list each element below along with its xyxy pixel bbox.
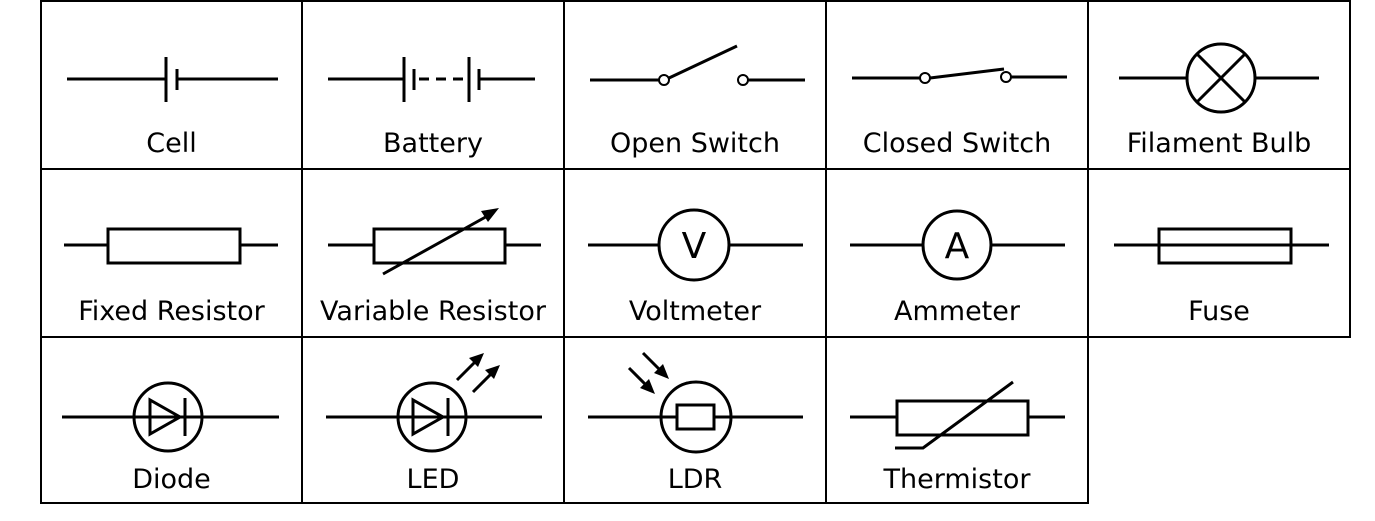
diode-label: Diode	[132, 464, 211, 495]
battery-symbol-card: Battery	[301, 0, 565, 170]
ammeter-symbol-card: A Ammeter	[825, 168, 1089, 338]
thermistor-icon	[850, 380, 1065, 450]
ldr-label: LDR	[667, 464, 723, 495]
voltmeter-symbol-card: V Voltmeter	[563, 168, 827, 338]
ldr-symbol-card: LDR	[563, 336, 827, 504]
fixed-resistor-icon	[64, 227, 278, 265]
ldr-icon	[588, 351, 803, 454]
fixed-resistor-symbol-card: Fixed Resistor	[40, 168, 303, 338]
cell-icon	[67, 57, 278, 102]
closed-switch-label: Closed Switch	[862, 128, 1052, 159]
voltmeter-letter: V	[682, 226, 707, 267]
closed-switch-icon	[852, 67, 1067, 84]
led-symbol-card: LED	[301, 336, 565, 504]
battery-icon	[328, 57, 535, 102]
filament-bulb-symbol-card: Filament Bulb	[1087, 0, 1351, 170]
filament-bulb-label: Filament Bulb	[1126, 128, 1312, 159]
voltmeter-label: Voltmeter	[628, 296, 762, 327]
cell-label: Cell	[146, 128, 197, 159]
fuse-label: Fuse	[1188, 296, 1250, 327]
led-icon	[326, 353, 542, 453]
fixed-resistor-label: Fixed Resistor	[78, 296, 265, 327]
diode-icon	[62, 381, 279, 453]
ammeter-icon: A	[850, 209, 1065, 281]
thermistor-symbol-card: Thermistor	[825, 336, 1089, 504]
closed-switch-symbol-card: Closed Switch	[825, 0, 1089, 170]
diode-symbol-card: Diode	[40, 336, 303, 504]
ammeter-letter: A	[945, 226, 970, 267]
fuse-symbol-card: Fuse	[1087, 168, 1351, 338]
filament-bulb-icon	[1119, 42, 1319, 114]
battery-label: Battery	[383, 128, 483, 159]
open-switch-symbol-card: Open Switch	[563, 0, 827, 170]
thermistor-label: Thermistor	[883, 464, 1031, 495]
fuse-icon	[1114, 227, 1329, 265]
open-switch-icon	[590, 44, 805, 86]
led-label: LED	[406, 464, 460, 495]
variable-resistor-label: Variable Resistor	[320, 296, 546, 327]
cell-symbol-card: Cell	[40, 0, 303, 170]
variable-resistor-symbol-card: Variable Resistor	[301, 168, 565, 338]
ammeter-label: Ammeter	[894, 296, 1020, 327]
variable-resistor-icon	[328, 208, 541, 276]
voltmeter-icon: V	[588, 208, 803, 282]
open-switch-label: Open Switch	[610, 128, 780, 159]
